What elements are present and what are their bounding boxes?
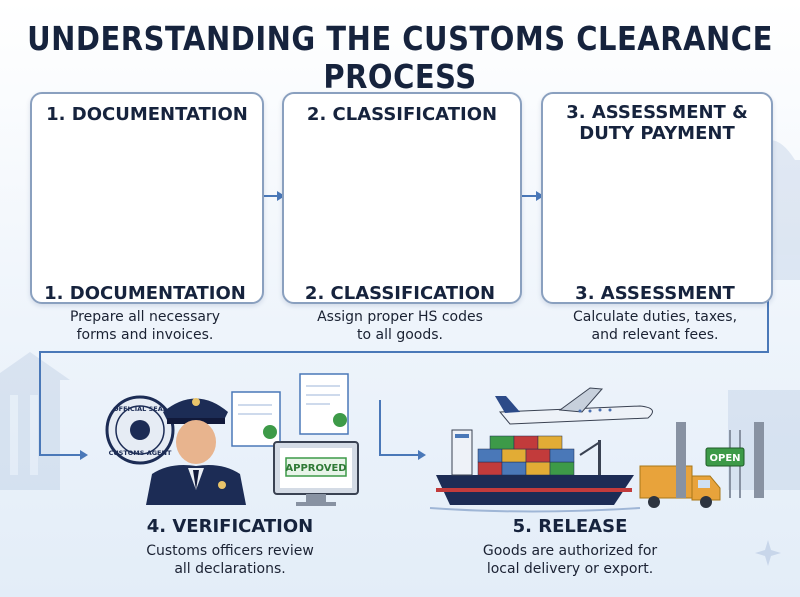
step-desc-classification: Assign proper HS codes to all goods. [317, 309, 483, 343]
connector-arrows [39, 195, 769, 456]
page-title: UNDERSTANDING THE CUSTOMS CLEARANCE PROC… [27, 19, 773, 97]
step-name-release: 5. RELEASE [512, 516, 628, 537]
card-heading: 1. DOCUMENTATION [46, 104, 248, 125]
step-card-classification: 2. CLASSIFICATION [282, 92, 522, 304]
sparkle-icon [755, 540, 781, 566]
seal-bottom-label: CUSTOMS AGENT [109, 449, 172, 457]
step-card-assessment: 3. ASSESSMENT & DUTY PAYMENT [541, 92, 773, 304]
arrow-heads [80, 191, 544, 460]
step-card-documentation: 1. DOCUMENTATION [30, 92, 264, 304]
approved-stamp: APPROVED [285, 463, 346, 474]
step-desc-verification: Customs officers review all declarations… [146, 543, 314, 577]
step-desc-assessment: Calculate duties, taxes, and relevant fe… [572, 309, 738, 343]
step-name-verification: 4. VERIFICATION [146, 516, 314, 537]
card-heading: 3. ASSESSMENT & DUTY PAYMENT [566, 102, 748, 144]
step-name-classification: 2. CLASSIFICATION [304, 283, 496, 304]
step-desc-documentation: Prepare all necessary forms and invoices… [69, 309, 221, 343]
verification-illustration: OFFICIAL SEAL CUSTOMS AGENT APPROVED [105, 373, 359, 506]
step-name-assessment: 3. ASSESSMENT [575, 283, 735, 304]
step-desc-release: Goods are authorized for local delivery … [482, 543, 658, 577]
seal-top-label: OFFICIAL SEAL [113, 405, 167, 413]
card-heading: 2. CLASSIFICATION [306, 104, 498, 125]
open-sign: OPEN [709, 453, 740, 464]
step-name-documentation: 1. DOCUMENTATION [44, 283, 246, 304]
release-illustration: OPEN [429, 387, 764, 513]
